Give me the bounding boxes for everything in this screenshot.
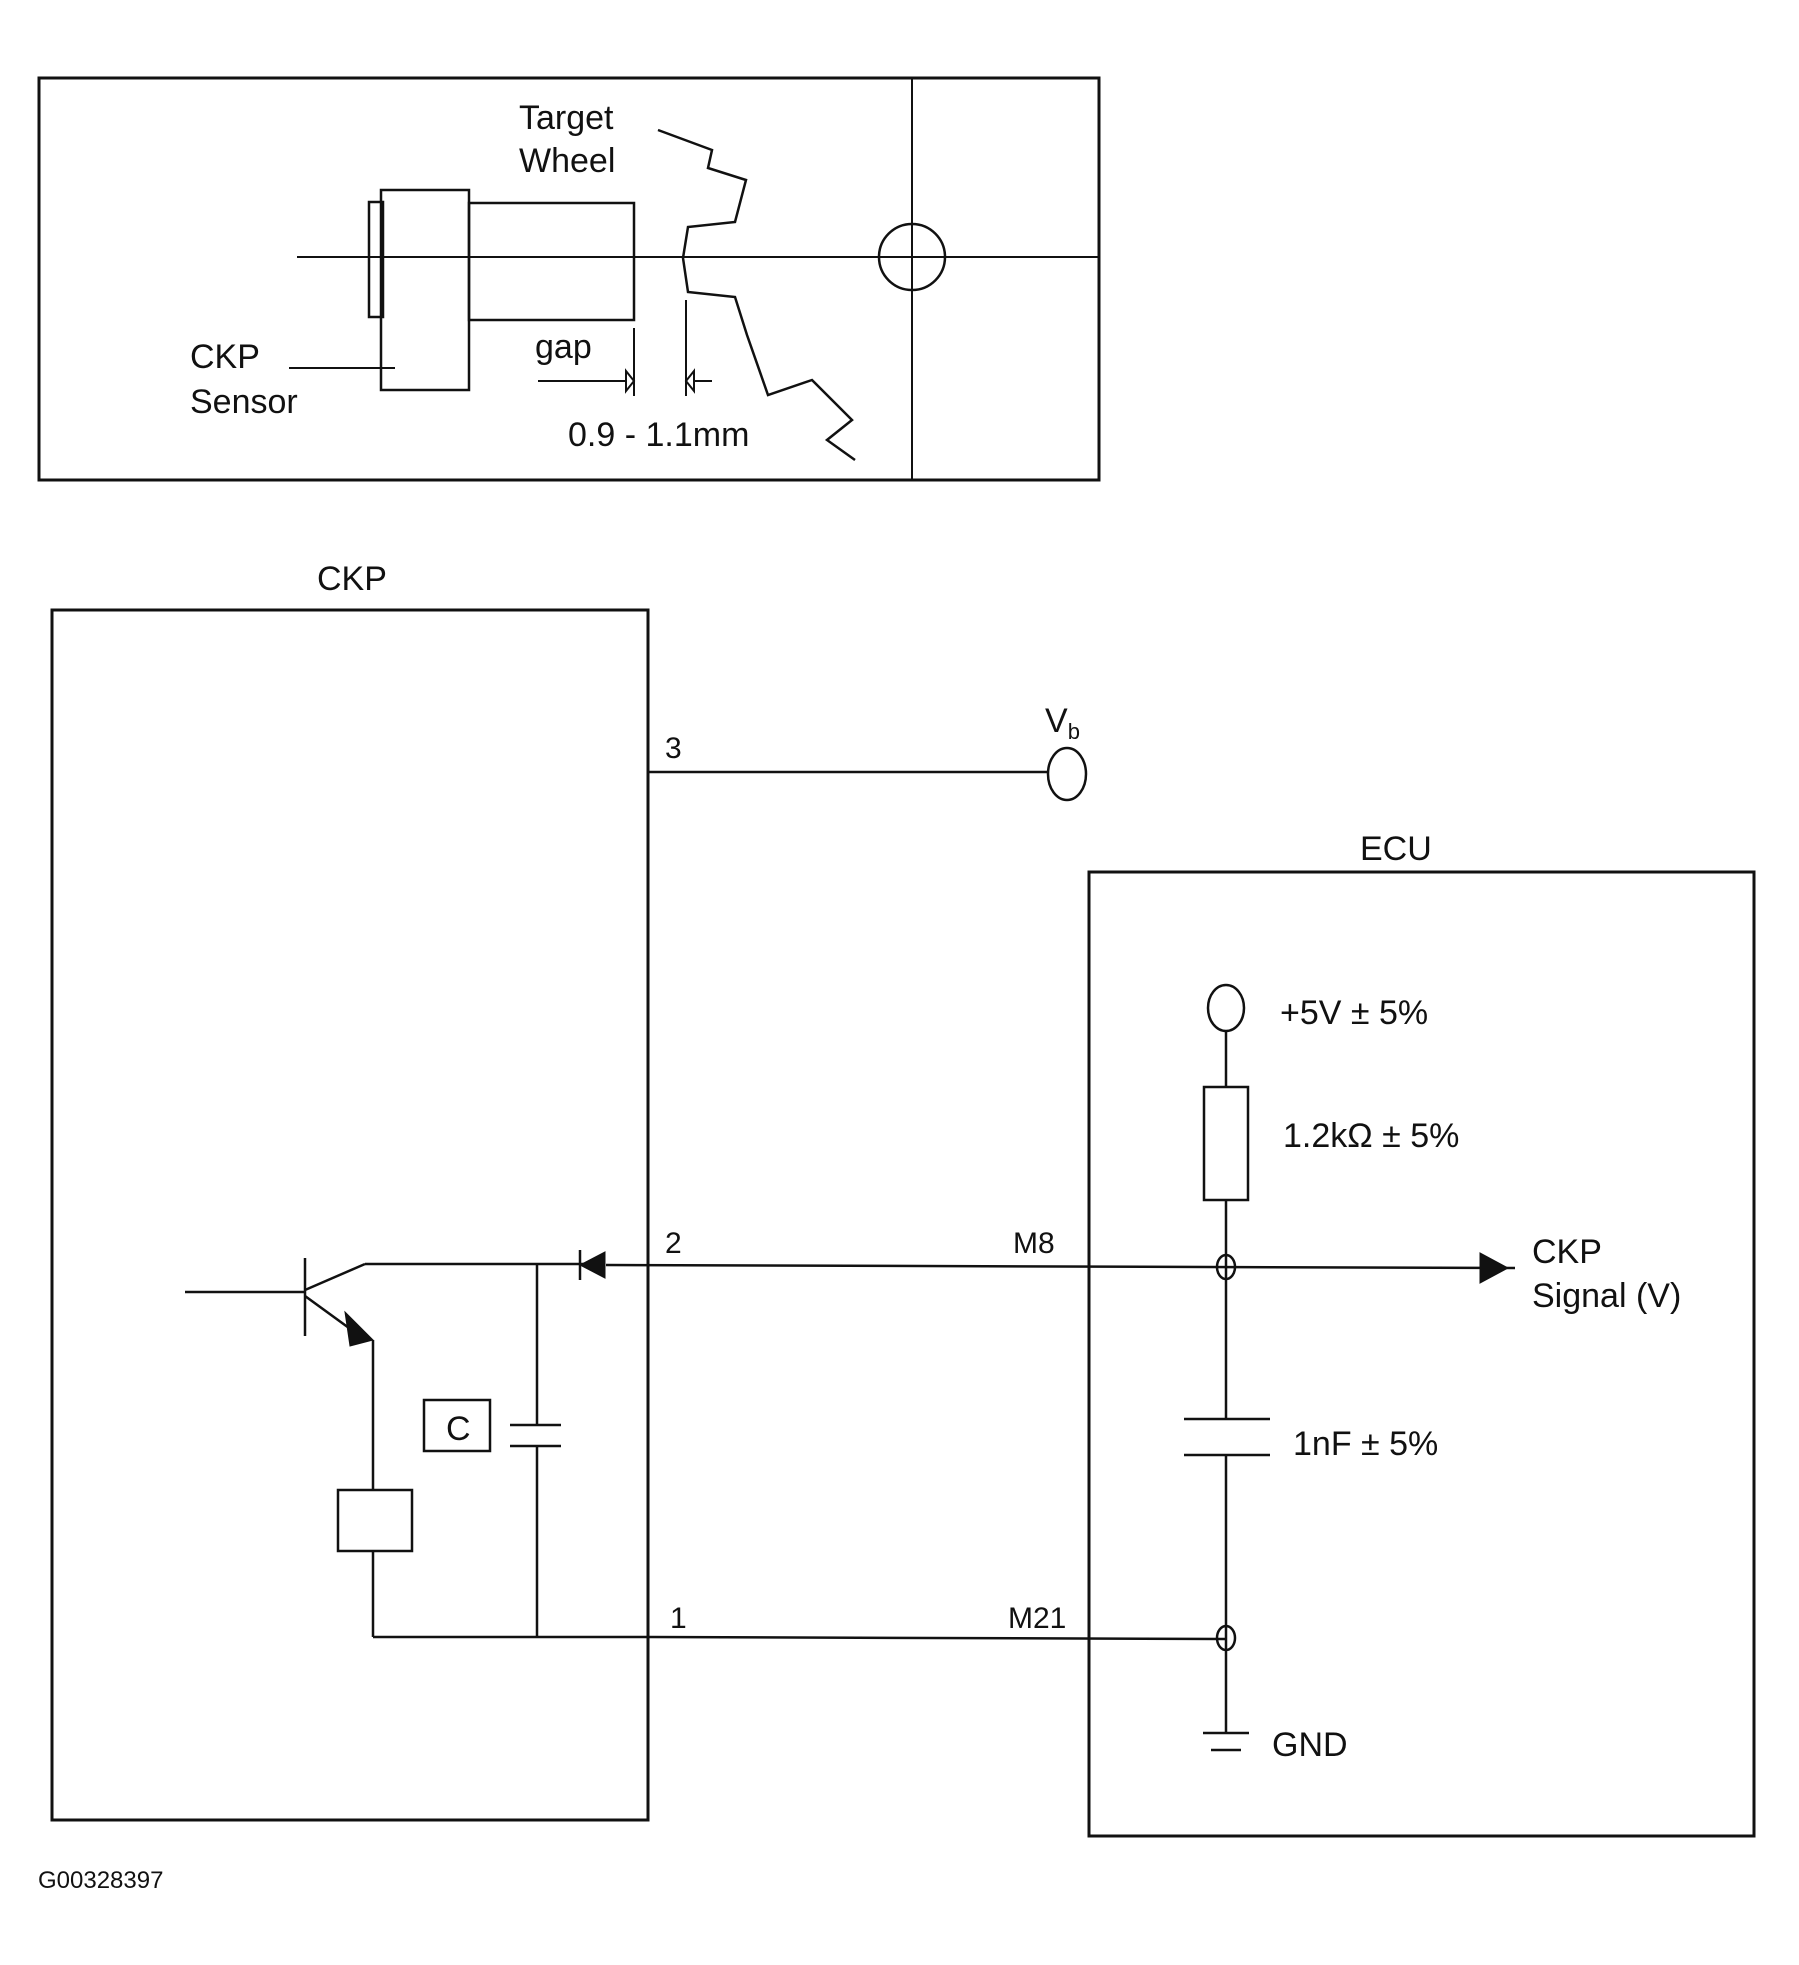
pin-3-label: 3 <box>665 732 682 765</box>
sense-element <box>336 1488 414 1553</box>
sensor-housing <box>379 188 471 392</box>
target-wheel-label-line1: Target <box>519 99 614 137</box>
gap-value-label: 0.9 - 1.1mm <box>568 416 749 454</box>
pin2-diode <box>578 1251 606 1279</box>
pin-1-label: 1 <box>670 1602 687 1635</box>
sensor-label-line2: Sensor <box>190 383 298 421</box>
resistor-value-label: 1.2kΩ ± 5% <box>1283 1117 1459 1155</box>
transistor-emitter-arrow <box>344 1310 374 1347</box>
transistor-collector <box>304 1262 366 1292</box>
vb-terminal <box>1046 746 1088 802</box>
capacitor-value-label: 1nF ± 5% <box>1293 1425 1438 1463</box>
ckp-signal-label-line1: CKP <box>1532 1233 1602 1271</box>
gap-label: gap <box>535 328 592 366</box>
target-wheel-teeth <box>657 128 856 462</box>
sensor-flange <box>367 200 385 319</box>
sensor-installation-panel: Target Wheel CKP Sensor gap 0.9 - 1.1mm <box>37 76 1101 482</box>
signal-wire-m8 <box>605 1263 1516 1270</box>
target-wheel-label-line2: Wheel <box>519 142 615 180</box>
ecu-pin-m21-label: M21 <box>1008 1602 1066 1635</box>
gap-arrow-left <box>625 368 636 394</box>
ckp-module-frame <box>50 608 650 1822</box>
supply-voltage-label: +5V ± 5% <box>1280 994 1428 1032</box>
gap-arrow-right <box>684 368 695 394</box>
ground-wire-m21 <box>647 1635 1226 1641</box>
ecu-module: ECU +5V ± 5% 1.2kΩ ± 5% 1nF ± 5% M8 M21 … <box>1008 830 1756 1838</box>
ground-junction <box>1215 1624 1237 1652</box>
ecu-pin-m8-label: M8 <box>1013 1227 1055 1260</box>
figure-id: G00328397 <box>38 1867 163 1894</box>
vb-label: Vb <box>1045 702 1080 744</box>
panel-frame <box>37 76 1101 482</box>
capacitor-box-label: C <box>446 1410 471 1448</box>
ckp-signal-label-line2: Signal (V) <box>1532 1277 1681 1315</box>
ckp-module: CKP C 3 2 1 <box>50 560 687 1822</box>
signal-junction <box>1215 1253 1237 1281</box>
ckp-module-title: CKP <box>317 560 387 598</box>
pin-2-label: 2 <box>665 1227 682 1260</box>
ckp-signal-output-arrow <box>1479 1252 1510 1284</box>
vb-supply: Vb <box>648 702 1088 802</box>
ecu-frame <box>1087 870 1756 1838</box>
ground-label: GND <box>1272 1726 1348 1764</box>
ecu-5v-terminal <box>1206 983 1246 1033</box>
sensor-label-line1: CKP <box>190 338 260 376</box>
sensor-probe <box>467 201 636 322</box>
pullup-resistor <box>1202 1085 1250 1202</box>
capacitor-box <box>422 1398 492 1453</box>
ecu-title: ECU <box>1360 830 1432 868</box>
wheel-hub-circle <box>877 222 947 292</box>
